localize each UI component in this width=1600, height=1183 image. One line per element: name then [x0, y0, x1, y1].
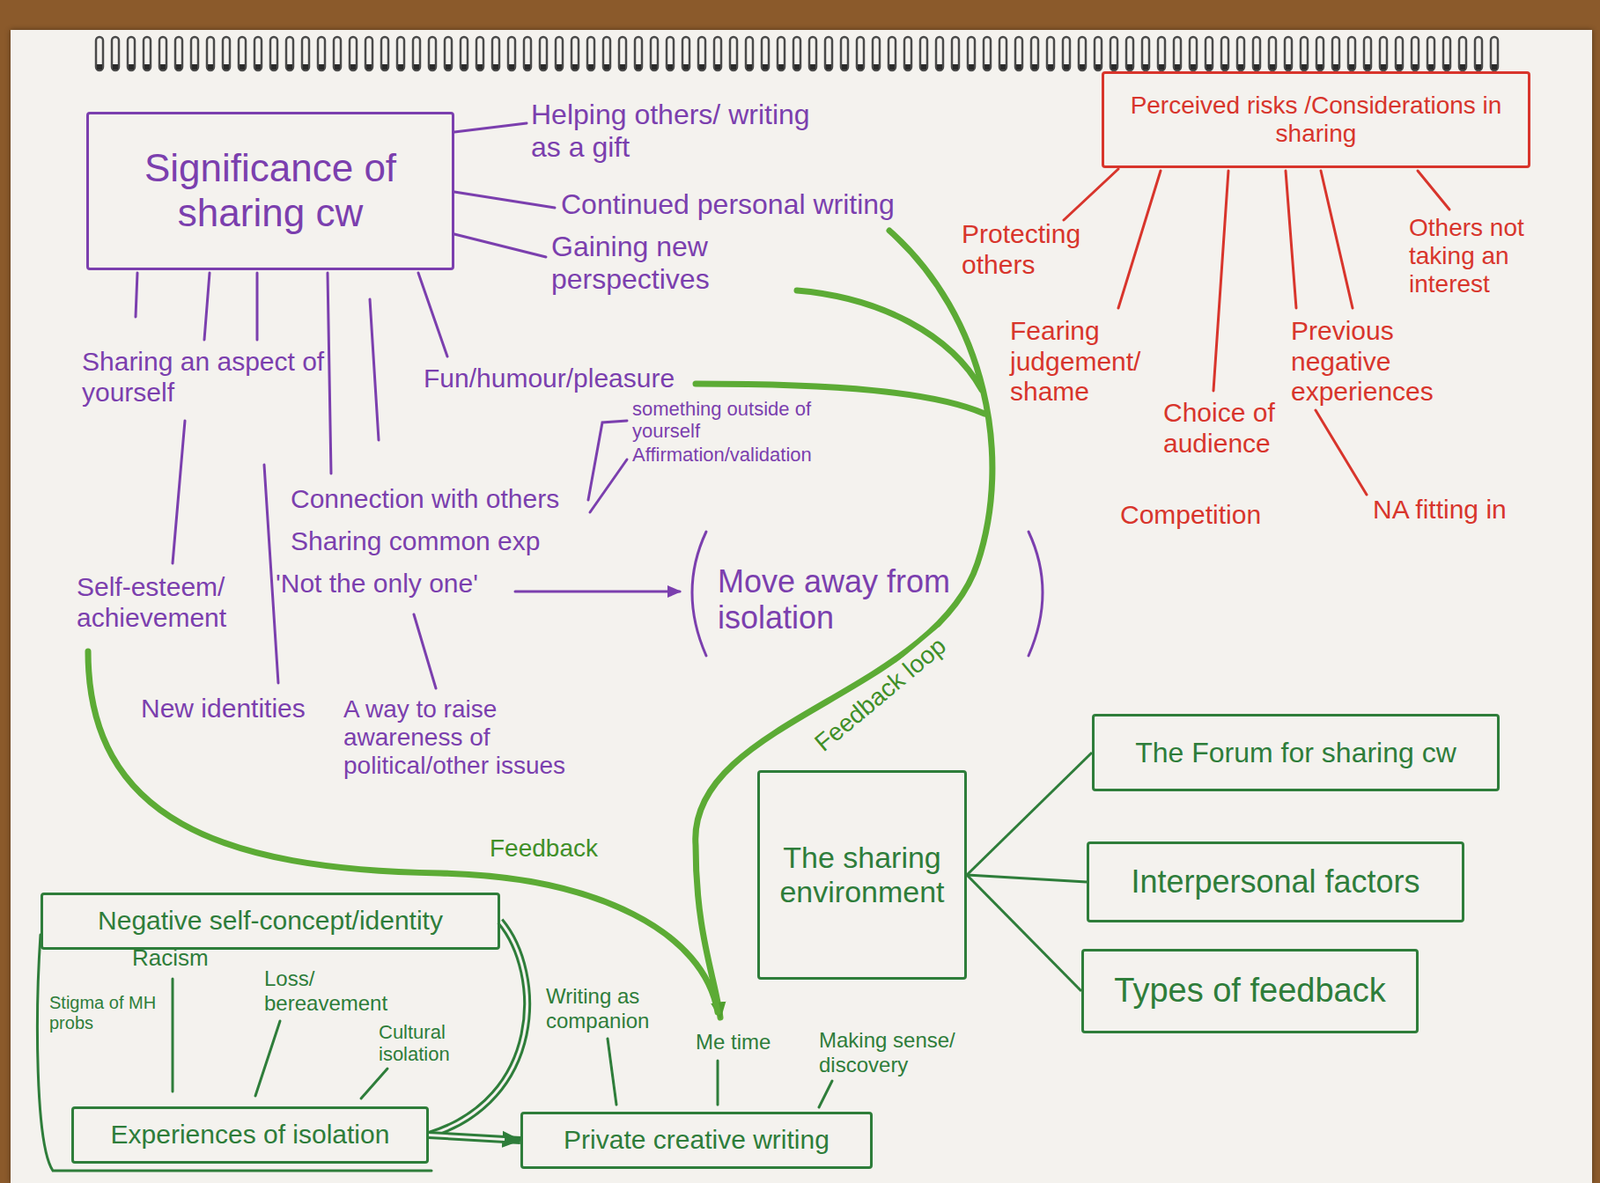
leader-line	[369, 299, 379, 441]
concept-box: Significance of sharing cw	[86, 111, 455, 271]
concept-box: Negative self-concept/identity	[40, 892, 501, 951]
concept-box: The Forum for sharing cw	[1091, 714, 1500, 792]
note-label: 'Not the only one'	[275, 568, 540, 600]
feedback-curve	[88, 651, 718, 1013]
box-text: The Forum for sharing cw	[1135, 737, 1457, 770]
connector-line	[966, 875, 1082, 992]
group-outline	[37, 935, 432, 1172]
note-label: New identities	[140, 693, 318, 725]
note-label: Loss/ bereavement	[264, 966, 397, 1016]
note-label: Sharing common exp	[290, 526, 626, 558]
connector-line	[966, 875, 1087, 883]
leader-line	[1118, 170, 1161, 309]
box-text: Types of feedback	[1113, 972, 1386, 1011]
note-label: something outside of yourself	[632, 398, 818, 443]
note-label: Move away from isolation	[717, 563, 991, 637]
leader-line	[1285, 170, 1297, 309]
leader-line	[818, 1081, 833, 1108]
box-text: Private creative writing	[563, 1125, 830, 1157]
concept-box: Types of feedback	[1081, 949, 1419, 1034]
box-text: Experiences of isolation	[110, 1120, 391, 1151]
note-label: Others not taking an interest	[1408, 213, 1559, 300]
concept-box: Interpersonal factors	[1086, 841, 1465, 923]
note-label: Previous negative experiences	[1290, 316, 1468, 408]
leader-line	[1213, 170, 1229, 391]
note-label: Making sense/ discovery	[818, 1028, 996, 1077]
feedback-loop-curve	[695, 230, 993, 1018]
connector	[966, 875, 1082, 992]
leader-line	[327, 272, 332, 474]
note-label: Stigma of MH probs	[49, 993, 164, 1034]
leader-line	[256, 272, 259, 340]
note-label: Helping others/ writing as a gift	[530, 98, 822, 164]
note-label: Choice of audience	[1163, 398, 1313, 459]
concept-box: Perceived risks /Considerations in shari…	[1101, 71, 1531, 169]
note-label: Fun/humour/pleasure	[423, 363, 715, 395]
box-text: Interpersonal factors	[1130, 863, 1420, 900]
concept-box: The sharing environment	[757, 770, 967, 981]
box-text: The sharing environment	[770, 840, 954, 910]
note-label: Feedback loop	[803, 626, 958, 762]
note-label: Sharing an aspect of yourself	[81, 346, 338, 408]
box-text: Significance of sharing cw	[99, 146, 442, 236]
note-label: Self-esteem/ achievement	[76, 572, 288, 634]
bracket	[1028, 531, 1043, 657]
connector-line	[428, 1135, 505, 1141]
note-label: Competition	[1120, 500, 1297, 531]
connector	[428, 1135, 521, 1142]
note-label: Me time	[695, 1030, 793, 1055]
note-label: Continued personal writing	[560, 188, 966, 222]
concept-box: Private creative writing	[520, 1112, 873, 1170]
leader-line	[454, 123, 527, 133]
arrow-line	[515, 590, 680, 594]
note-label: Feedback	[489, 834, 613, 863]
note-label: Gaining new perspectives	[551, 230, 781, 296]
connector	[966, 752, 1092, 876]
leader-line	[454, 191, 555, 208]
note-label: Protecting others	[961, 219, 1103, 281]
leader-line	[716, 1061, 720, 1106]
leader-line	[135, 272, 138, 318]
leader-line	[589, 459, 627, 513]
connector-line	[966, 752, 1092, 876]
note-label: Connection with others	[290, 484, 608, 516]
leader-line	[1417, 170, 1450, 210]
note-label: Affirmation/validation	[632, 443, 897, 466]
leader-line	[1320, 170, 1353, 309]
leader-line	[172, 420, 185, 564]
note-label: NA fitting in	[1372, 494, 1567, 526]
leader-line	[413, 614, 436, 689]
note-label: Racism	[132, 945, 238, 973]
leader-line	[361, 1069, 388, 1099]
note-label: Writing as companion	[545, 984, 687, 1033]
feedback-curve	[796, 290, 982, 391]
spiral-binding	[92, 35, 1502, 76]
box-text: Perceived risks /Considerations in shari…	[1114, 91, 1518, 148]
leader-line	[454, 234, 546, 258]
box-text: Negative self-concept/identity	[97, 906, 443, 937]
note-label: Cultural isolation	[378, 1021, 485, 1067]
leader-line	[418, 272, 448, 357]
connector-line	[428, 1135, 521, 1142]
concept-box: Experiences of isolation	[71, 1106, 429, 1165]
note-label: Fearing judgement/ shame	[1010, 316, 1160, 408]
note-label: A way to raise awareness of political/ot…	[343, 695, 599, 782]
leader-line	[1315, 410, 1367, 495]
leader-line	[255, 1021, 281, 1097]
leader-line	[204, 272, 210, 340]
leader-line	[1063, 169, 1119, 221]
connector	[966, 875, 1087, 883]
leader-line	[607, 1039, 617, 1106]
bracket	[692, 531, 707, 657]
leader-line	[171, 979, 175, 1092]
